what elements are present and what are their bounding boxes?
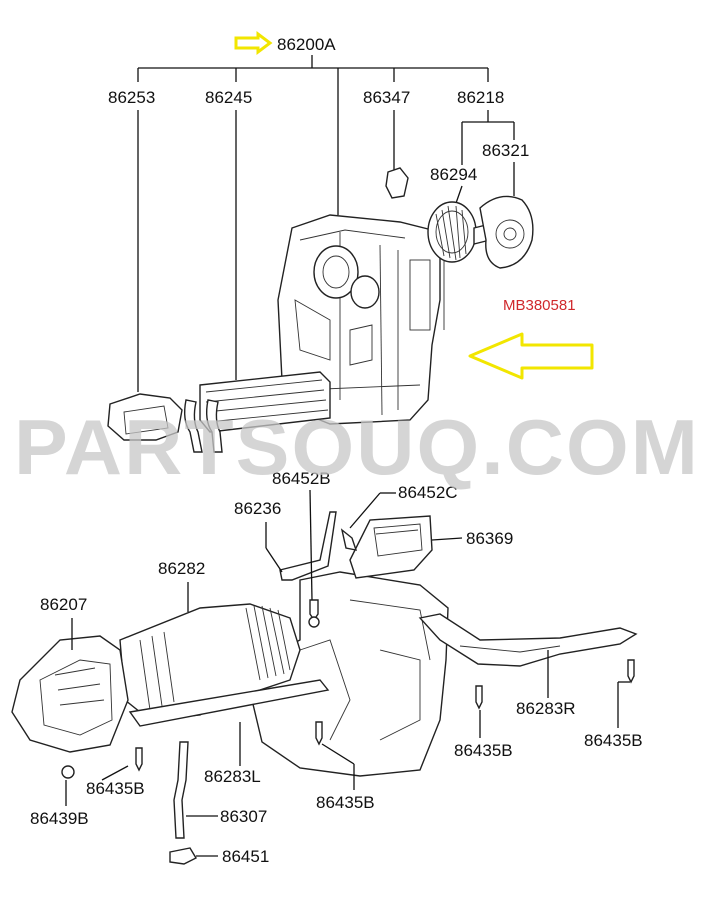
top-leader-lines [137,110,515,392]
label-86253[interactable]: 86253 [108,88,155,107]
label-86283R[interactable]: 86283R [516,699,576,718]
label-86435B-far-right[interactable]: 86435B [584,731,643,750]
label-86435B-left[interactable]: 86435B [86,779,145,798]
label-86369[interactable]: 86369 [466,529,513,548]
label-86307[interactable]: 86307 [220,807,267,826]
lower-leader-lines [65,489,630,857]
reference-number[interactable]: MB380581 [503,297,576,314]
label-86294[interactable]: 86294 [430,165,477,184]
label-86207[interactable]: 86207 [40,595,87,614]
label-86282[interactable]: 86282 [158,559,205,578]
reference-pointer-arrow [468,332,594,380]
main-part-label[interactable]: 86200A [277,35,336,54]
main-part-pointer-arrow [234,31,273,55]
heater-unit-assembly [107,167,534,453]
label-86439B[interactable]: 86439B [30,809,89,828]
watermark: PARTSOUQ.COM [14,403,700,491]
label-86435B-center[interactable]: 86435B [316,793,375,812]
label-86236[interactable]: 86236 [234,499,281,518]
label-86321[interactable]: 86321 [482,141,529,160]
label-86218[interactable]: 86218 [457,88,504,107]
label-86452C[interactable]: 86452C [398,483,458,502]
blower-housing-assembly [11,511,638,865]
label-86245[interactable]: 86245 [205,88,252,107]
label-86435B-right[interactable]: 86435B [454,741,513,760]
label-86347[interactable]: 86347 [363,88,410,107]
top-bracket-lines [137,55,489,215]
label-86452B[interactable]: 86452B [272,469,331,488]
label-86451[interactable]: 86451 [222,847,269,866]
label-86283L[interactable]: 86283L [204,767,261,786]
